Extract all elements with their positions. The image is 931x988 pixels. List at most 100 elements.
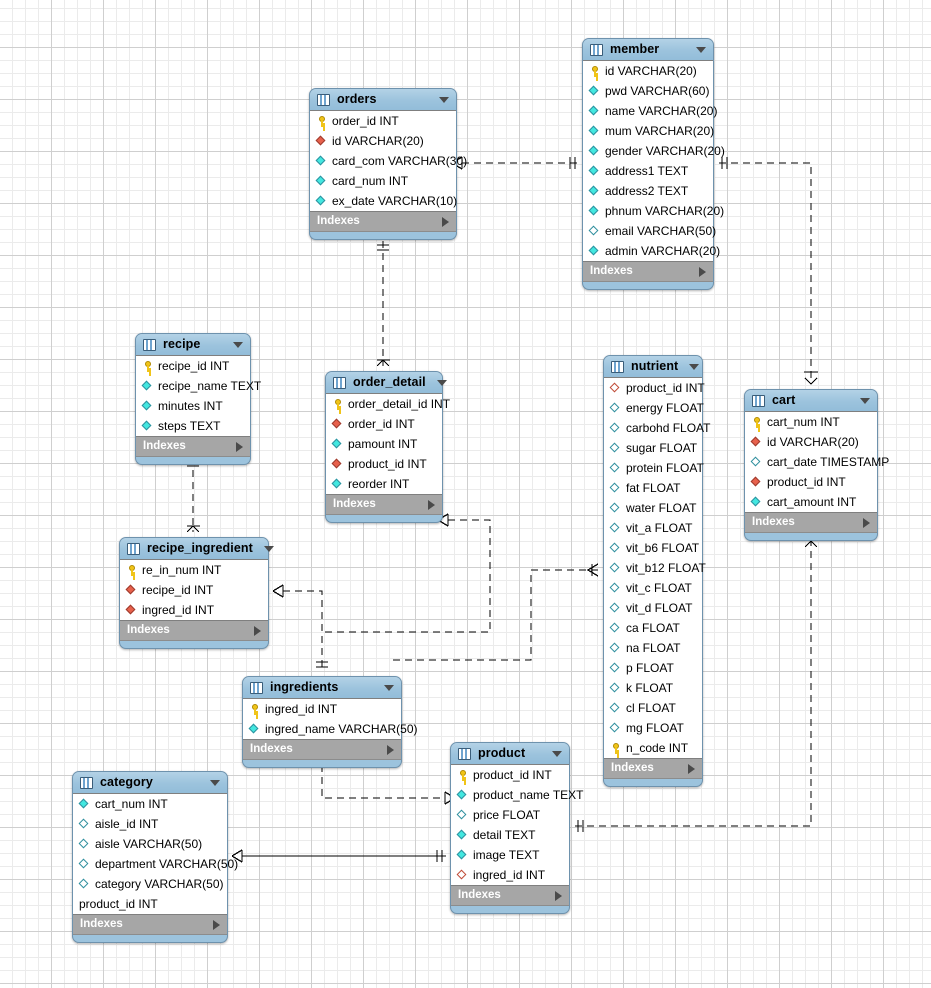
column-row[interactable]: vit_c FLOAT xyxy=(604,578,702,598)
column-row[interactable]: re_in_num INT xyxy=(120,560,268,580)
expand-indexes-icon[interactable] xyxy=(555,890,562,901)
chevron-down-icon[interactable] xyxy=(696,46,706,53)
indexes-section-recipe[interactable]: Indexes xyxy=(136,437,250,457)
column-row[interactable]: price FLOAT xyxy=(451,805,569,825)
column-row[interactable]: address1 TEXT xyxy=(583,161,713,181)
indexes-section-product[interactable]: Indexes xyxy=(451,886,569,906)
column-row[interactable]: detail TEXT xyxy=(451,825,569,845)
column-row[interactable]: id VARCHAR(20) xyxy=(583,61,713,81)
column-row[interactable]: category VARCHAR(50) xyxy=(73,874,227,894)
chevron-down-icon[interactable] xyxy=(689,363,700,370)
column-row[interactable]: product_id INT xyxy=(451,765,569,785)
column-row[interactable]: steps TEXT xyxy=(136,416,250,436)
column-row[interactable]: cl FLOAT xyxy=(604,698,702,718)
table-header-order_detail[interactable]: order_detail xyxy=(326,372,447,393)
chevron-down-icon[interactable] xyxy=(263,545,274,552)
column-row[interactable]: product_name TEXT xyxy=(451,785,584,805)
column-row[interactable]: id VARCHAR(20) xyxy=(745,432,877,452)
column-row[interactable]: vit_d FLOAT xyxy=(604,598,702,618)
indexes-section-order_detail[interactable]: Indexes xyxy=(326,495,442,515)
column-row[interactable]: ingred_id INT xyxy=(243,699,401,719)
column-row[interactable]: sugar FLOAT xyxy=(604,438,702,458)
column-row[interactable]: minutes INT xyxy=(136,396,250,416)
column-row[interactable]: recipe_id INT xyxy=(120,580,268,600)
indexes-section-cart[interactable]: Indexes xyxy=(745,513,877,533)
expand-indexes-icon[interactable] xyxy=(387,744,394,755)
table-header-orders[interactable]: orders xyxy=(310,89,456,110)
column-row[interactable]: name VARCHAR(20) xyxy=(583,101,717,121)
column-row[interactable]: vit_b6 FLOAT xyxy=(604,538,702,558)
table-header-category[interactable]: category xyxy=(73,772,227,793)
column-row[interactable]: product_id INT xyxy=(73,894,227,914)
table-header-nutrient[interactable]: nutrient xyxy=(604,356,702,377)
chevron-down-icon[interactable] xyxy=(439,96,449,103)
table-header-product[interactable]: product xyxy=(451,743,569,764)
column-row[interactable]: ca FLOAT xyxy=(604,618,702,638)
expand-indexes-icon[interactable] xyxy=(428,499,435,510)
column-row[interactable]: order_id INT xyxy=(310,111,456,131)
column-row[interactable]: product_id INT xyxy=(745,472,877,492)
column-row[interactable]: recipe_id INT xyxy=(136,356,250,376)
table-header-member[interactable]: member xyxy=(583,39,713,60)
chevron-down-icon[interactable] xyxy=(860,397,870,404)
table-header-recipe_ingredient[interactable]: recipe_ingredient xyxy=(120,538,274,559)
column-row[interactable]: energy FLOAT xyxy=(604,398,704,418)
column-row[interactable]: department VARCHAR(50) xyxy=(73,854,238,874)
column-row[interactable]: product_id INT xyxy=(326,454,442,474)
chevron-down-icon[interactable] xyxy=(233,341,243,348)
expand-indexes-icon[interactable] xyxy=(699,266,706,277)
column-row[interactable]: admin VARCHAR(20) xyxy=(583,241,720,261)
expand-indexes-icon[interactable] xyxy=(236,441,243,452)
column-row[interactable]: order_id INT xyxy=(326,414,442,434)
column-row[interactable]: p FLOAT xyxy=(604,658,702,678)
chevron-down-icon[interactable] xyxy=(552,750,562,757)
column-row[interactable]: cart_amount INT xyxy=(745,492,877,512)
column-row[interactable]: pamount INT xyxy=(326,434,442,454)
column-row[interactable]: reorder INT xyxy=(326,474,442,494)
column-row[interactable]: pwd VARCHAR(60) xyxy=(583,81,713,101)
expand-indexes-icon[interactable] xyxy=(688,763,695,774)
column-row[interactable]: fat FLOAT xyxy=(604,478,702,498)
expand-indexes-icon[interactable] xyxy=(863,517,870,528)
column-row[interactable]: cart_num INT xyxy=(745,412,877,432)
expand-indexes-icon[interactable] xyxy=(254,625,261,636)
column-row[interactable]: protein FLOAT xyxy=(604,458,704,478)
table-header-ingredients[interactable]: ingredients xyxy=(243,677,401,698)
table-header-recipe[interactable]: recipe xyxy=(136,334,250,355)
column-row[interactable]: card_com VARCHAR(30) xyxy=(310,151,467,171)
column-row[interactable]: mg FLOAT xyxy=(604,718,702,738)
column-row[interactable]: ingred_id INT xyxy=(120,600,268,620)
column-row[interactable]: aisle VARCHAR(50) xyxy=(73,834,227,854)
expand-indexes-icon[interactable] xyxy=(213,919,220,930)
column-row[interactable]: email VARCHAR(50) xyxy=(583,221,716,241)
indexes-section-category[interactable]: Indexes xyxy=(73,915,227,935)
indexes-section-member[interactable]: Indexes xyxy=(583,262,713,282)
column-row[interactable]: carbohd FLOAT xyxy=(604,418,710,438)
column-row[interactable]: product_id INT xyxy=(604,378,705,398)
indexes-section-recipe_ingredient[interactable]: Indexes xyxy=(120,621,268,641)
column-row[interactable]: k FLOAT xyxy=(604,678,702,698)
chevron-down-icon[interactable] xyxy=(436,379,447,386)
indexes-section-nutrient[interactable]: Indexes xyxy=(604,759,702,779)
column-row[interactable]: card_num INT xyxy=(310,171,456,191)
column-row[interactable]: id VARCHAR(20) xyxy=(310,131,456,151)
indexes-section-ingredients[interactable]: Indexes xyxy=(243,740,401,760)
column-row[interactable]: order_detail_id INT xyxy=(326,394,450,414)
column-row[interactable]: vit_a FLOAT xyxy=(604,518,702,538)
column-row[interactable]: mum VARCHAR(20) xyxy=(583,121,714,141)
column-row[interactable]: aisle_id INT xyxy=(73,814,227,834)
chevron-down-icon[interactable] xyxy=(384,684,394,691)
column-row[interactable]: recipe_name TEXT xyxy=(136,376,261,396)
column-row[interactable]: image TEXT xyxy=(451,845,569,865)
